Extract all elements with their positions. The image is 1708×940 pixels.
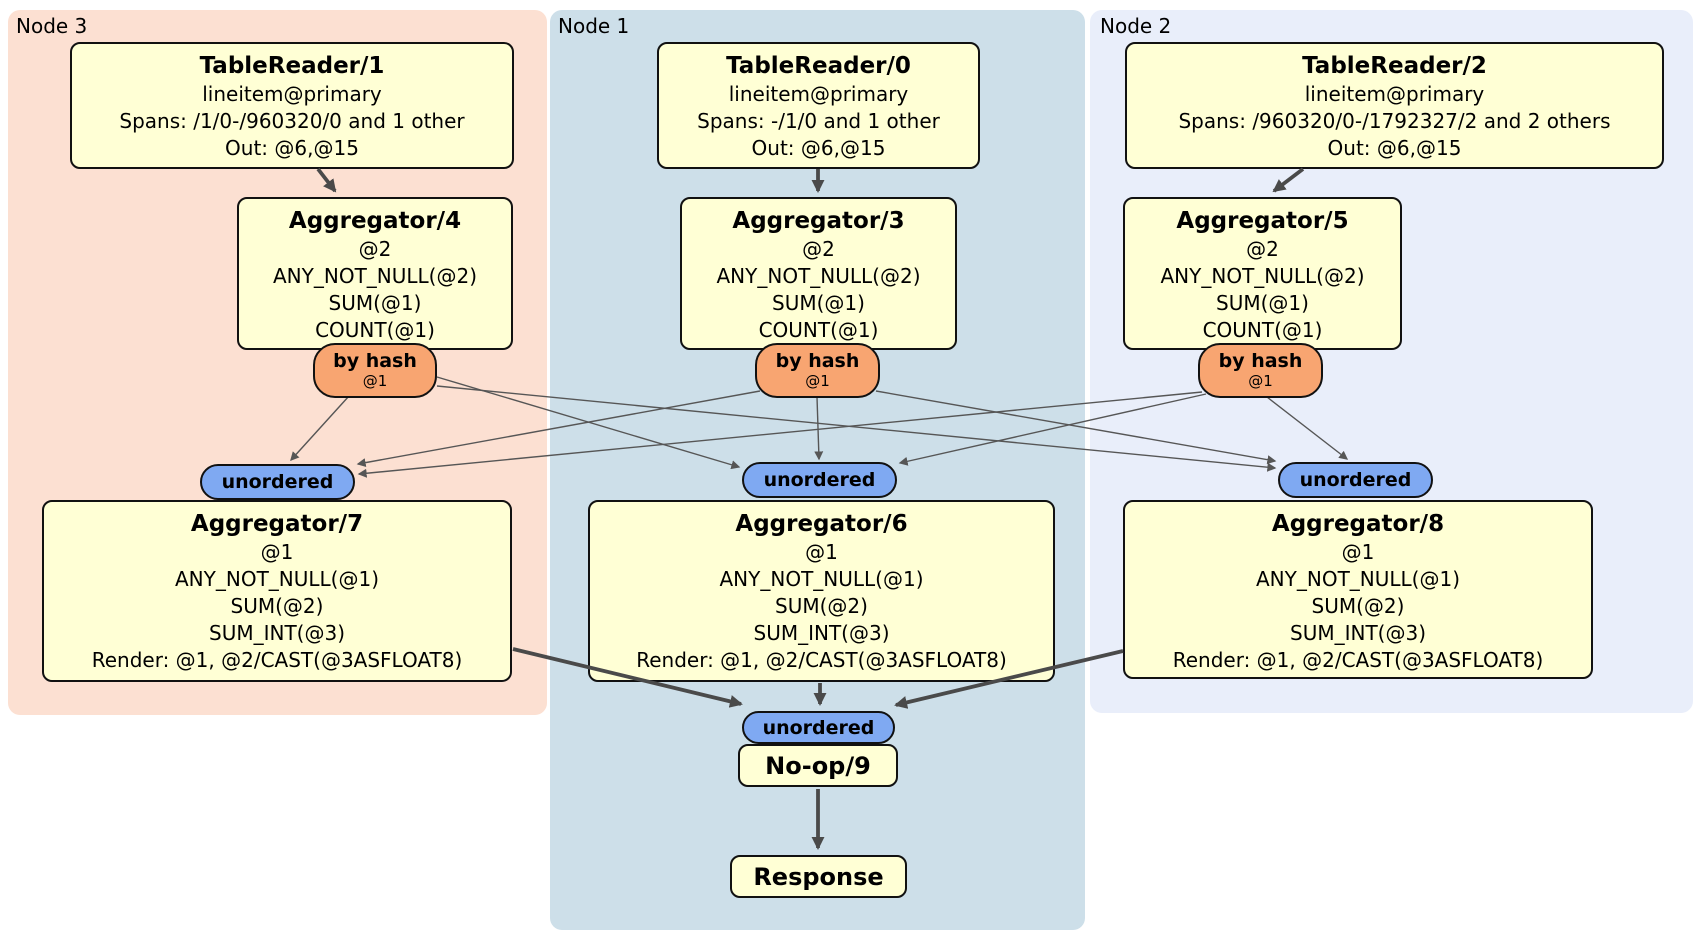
agg-fn: ANY_NOT_NULL(@2): [716, 264, 921, 288]
agg-group-cols: @2: [802, 237, 835, 261]
agg-fn: ANY_NOT_NULL(@2): [273, 264, 477, 288]
agg-render: Render: @1, @2/CAST(@3ASFLOAT8): [91, 648, 463, 672]
processor-title: Aggregator/8: [1271, 511, 1445, 537]
processor-title: Aggregator/6: [735, 511, 908, 537]
agg-group-cols: @1: [805, 540, 838, 564]
processor-aggregator-7: Aggregator/7 @1 ANY_NOT_NULL(@1) SUM(@2)…: [42, 500, 512, 682]
agg-fn: SUM_INT(@3): [209, 621, 345, 645]
processor-tablereader-2: TableReader/2 lineitem@primary Spans: /9…: [1125, 42, 1664, 169]
processor-index: lineitem@primary: [202, 82, 382, 106]
processor-aggregator-3: Aggregator/3 @2 ANY_NOT_NULL(@2) SUM(@1)…: [680, 197, 957, 350]
router-by-hash-3: by hash @1: [755, 343, 880, 398]
router-by-hash-5: by hash @1: [1198, 343, 1323, 398]
processor-tablereader-0: TableReader/0 lineitem@primary Spans: -/…: [657, 42, 980, 169]
agg-fn: ANY_NOT_NULL(@1): [175, 567, 379, 591]
router-label: by hash: [775, 350, 860, 372]
processor-title: No-op/9: [765, 751, 871, 780]
processor-out: Out: @6,@15: [1327, 136, 1462, 160]
node-2-label: Node 2: [1100, 14, 1172, 38]
processor-out: Out: @6,@15: [751, 136, 886, 160]
agg-fn: ANY_NOT_NULL(@1): [719, 567, 924, 591]
processor-spans: Spans: -/1/0 and 1 other: [697, 109, 940, 133]
processor-tablereader-1: TableReader/1 lineitem@primary Spans: /1…: [70, 42, 514, 169]
processor-title: TableReader/1: [199, 53, 385, 79]
agg-render: Render: @1, @2/CAST(@3ASFLOAT8): [1172, 648, 1544, 672]
sync-unordered-7: unordered: [200, 464, 355, 500]
router-columns: @1: [362, 372, 388, 390]
processor-title: Response: [753, 862, 884, 891]
node-3-label: Node 3: [16, 14, 88, 38]
agg-fn: SUM_INT(@3): [1290, 621, 1426, 645]
processor-spans: Spans: /960320/0-/1792327/2 and 2 others: [1178, 109, 1611, 133]
processor-out: Out: @6,@15: [225, 136, 359, 160]
router-by-hash-4: by hash @1: [313, 343, 437, 398]
router-label: by hash: [1218, 350, 1303, 372]
agg-fn: ANY_NOT_NULL(@2): [1160, 264, 1365, 288]
agg-group-cols: @1: [260, 540, 294, 564]
agg-fn: ANY_NOT_NULL(@1): [1256, 567, 1460, 591]
agg-fn: SUM_INT(@3): [753, 621, 890, 645]
router-columns: @1: [1248, 372, 1273, 390]
processor-title: Aggregator/4: [288, 208, 462, 234]
processor-aggregator-8: Aggregator/8 @1 ANY_NOT_NULL(@1) SUM(@2)…: [1123, 500, 1593, 679]
agg-fn: SUM(@1): [772, 291, 865, 315]
processor-aggregator-5: Aggregator/5 @2 ANY_NOT_NULL(@2) SUM(@1)…: [1123, 197, 1402, 350]
agg-fn: COUNT(@1): [315, 318, 435, 342]
sync-unordered-6: unordered: [742, 462, 897, 498]
node-1-label: Node 1: [558, 14, 630, 38]
agg-fn: SUM(@2): [1311, 594, 1405, 618]
sync-unordered-8: unordered: [1278, 462, 1433, 498]
processor-aggregator-4: Aggregator/4 @2 ANY_NOT_NULL(@2) SUM(@1)…: [237, 197, 513, 350]
processor-title: TableReader/0: [726, 53, 911, 79]
processor-response: Response: [730, 855, 907, 898]
processor-title: Aggregator/3: [732, 208, 905, 234]
processor-spans: Spans: /1/0-/960320/0 and 1 other: [119, 109, 465, 133]
processor-title: Aggregator/5: [1176, 208, 1349, 234]
processor-index: lineitem@primary: [1304, 82, 1485, 106]
agg-fn: SUM(@2): [775, 594, 868, 618]
agg-fn: COUNT(@1): [1202, 318, 1323, 342]
sync-unordered-noop: unordered: [742, 711, 895, 744]
agg-fn: SUM(@1): [1216, 291, 1309, 315]
router-label: by hash: [333, 350, 417, 372]
processor-aggregator-6: Aggregator/6 @1 ANY_NOT_NULL(@1) SUM(@2)…: [588, 500, 1055, 682]
agg-render: Render: @1, @2/CAST(@3ASFLOAT8): [636, 648, 1007, 672]
router-columns: @1: [805, 372, 830, 390]
processor-noop-9: No-op/9: [738, 744, 898, 787]
processor-title: TableReader/2: [1302, 53, 1487, 79]
processor-title: Aggregator/7: [190, 511, 364, 537]
agg-fn: SUM(@1): [328, 291, 422, 315]
agg-group-cols: @2: [1246, 237, 1279, 261]
agg-fn: COUNT(@1): [758, 318, 879, 342]
agg-fn: SUM(@2): [230, 594, 324, 618]
agg-group-cols: @1: [1341, 540, 1375, 564]
processor-index: lineitem@primary: [728, 82, 909, 106]
agg-group-cols: @2: [358, 237, 392, 261]
